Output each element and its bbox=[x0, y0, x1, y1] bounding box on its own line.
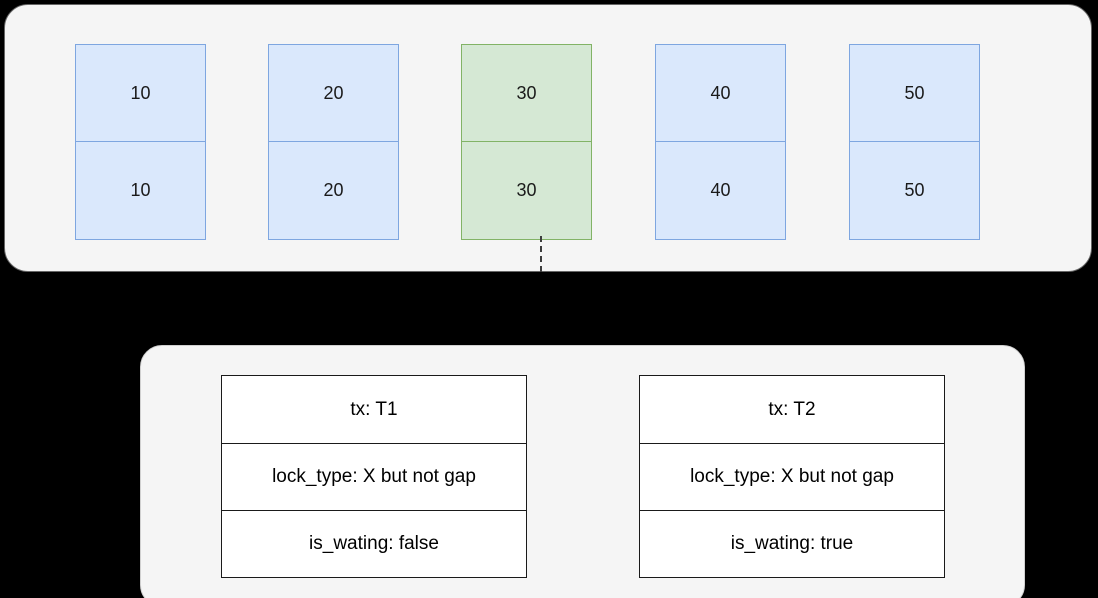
index-record-40[interactable]: 40 40 bbox=[655, 44, 786, 240]
index-record-20-bottom: 20 bbox=[268, 142, 399, 240]
index-record-10[interactable]: 10 10 bbox=[75, 44, 206, 240]
lock-t1-tx: tx: T1 bbox=[222, 376, 526, 443]
index-record-30[interactable]: 30 30 bbox=[461, 44, 592, 240]
index-record-30-bottom: 30 bbox=[461, 142, 592, 240]
lock-connector-dashed-line bbox=[540, 236, 542, 272]
index-record-50[interactable]: 50 50 bbox=[849, 44, 980, 240]
lock-info-table-t1[interactable]: tx: T1 lock_type: X but not gap is_watin… bbox=[221, 375, 527, 578]
index-record-50-top: 50 bbox=[849, 44, 980, 142]
lock-t2-tx: tx: T2 bbox=[640, 376, 944, 443]
index-record-30-top: 30 bbox=[461, 44, 592, 142]
lock-t2-is-wating: is_wating: true bbox=[640, 510, 944, 577]
index-record-20[interactable]: 20 20 bbox=[268, 44, 399, 240]
lock-info-table-t2[interactable]: tx: T2 lock_type: X but not gap is_watin… bbox=[639, 375, 945, 578]
lock-t2-lock-type: lock_type: X but not gap bbox=[640, 443, 944, 510]
index-record-50-bottom: 50 bbox=[849, 142, 980, 240]
index-record-10-top: 10 bbox=[75, 44, 206, 142]
index-record-40-bottom: 40 bbox=[655, 142, 786, 240]
index-record-40-top: 40 bbox=[655, 44, 786, 142]
index-record-20-top: 20 bbox=[268, 44, 399, 142]
index-record-10-bottom: 10 bbox=[75, 142, 206, 240]
index-record-panel: 10 10 20 20 30 30 40 40 50 50 bbox=[4, 4, 1092, 272]
lock-t1-is-wating: is_wating: false bbox=[222, 510, 526, 577]
lock-t1-lock-type: lock_type: X but not gap bbox=[222, 443, 526, 510]
